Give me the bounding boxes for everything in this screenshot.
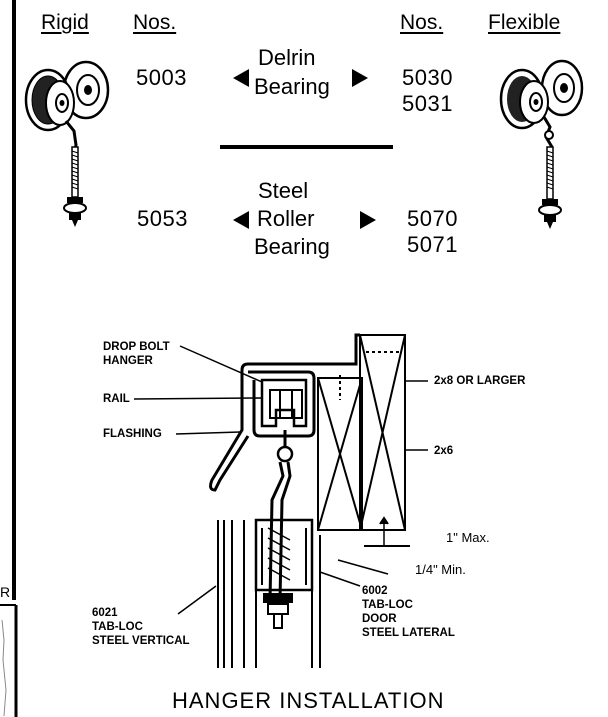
arrow-right-icon xyxy=(360,211,376,229)
label-rail: RAIL xyxy=(103,393,130,405)
page-left-border xyxy=(0,0,18,717)
delrin-label-2: Bearing xyxy=(254,74,330,99)
arrow-right-icon xyxy=(352,69,368,87)
label-drop-bolt: DROP BOLT HANGER xyxy=(103,341,170,367)
steel-label-2: Roller xyxy=(257,206,315,231)
label-door-lateral: 6002 TAB-LOC DOOR STEEL LATERAL xyxy=(362,585,455,639)
delrin-flexible-number-1: 5030 xyxy=(402,65,453,90)
label-min-gap: 1/4" Min. xyxy=(415,562,466,577)
delrin-flexible-number-2: 5031 xyxy=(402,91,453,116)
lumber-2x8 xyxy=(359,334,406,531)
label-max-gap: 1" Max. xyxy=(446,530,490,545)
label-lumber-bottom: 2x6 xyxy=(434,445,454,457)
steel-flexible-number-2: 5071 xyxy=(407,232,458,257)
steel-label-1: Steel xyxy=(258,178,309,203)
header-nos-left: Nos. xyxy=(133,11,177,34)
steel-flexible-number-1: 5070 xyxy=(407,206,458,231)
flexible-hanger-illustration xyxy=(499,59,584,229)
header-rigid: Rigid xyxy=(41,11,89,34)
steel-rigid-number: 5053 xyxy=(137,206,188,231)
caption-hanger-installation: HANGER INSTALLATION xyxy=(172,688,445,713)
arrow-left-icon xyxy=(233,211,249,229)
header-flexible: Flexible xyxy=(488,11,561,34)
flashing-profile xyxy=(209,333,360,492)
delrin-rigid-number: 5003 xyxy=(136,65,187,90)
rail-profile xyxy=(248,370,316,438)
delrin-label-1: Delrin xyxy=(258,45,316,70)
arrow-left-icon xyxy=(233,69,249,87)
steel-label-3: Bearing xyxy=(254,234,330,259)
header-nos-right: Nos. xyxy=(400,11,444,34)
label-flashing: FLASHING xyxy=(103,428,162,440)
label-steel-vertical: 6021 TAB-LOC STEEL VERTICAL xyxy=(92,607,190,647)
label-lumber-top: 2x8 OR LARGER xyxy=(434,375,526,387)
edge-letter: R xyxy=(0,584,11,600)
rigid-hanger-illustration xyxy=(24,60,110,227)
